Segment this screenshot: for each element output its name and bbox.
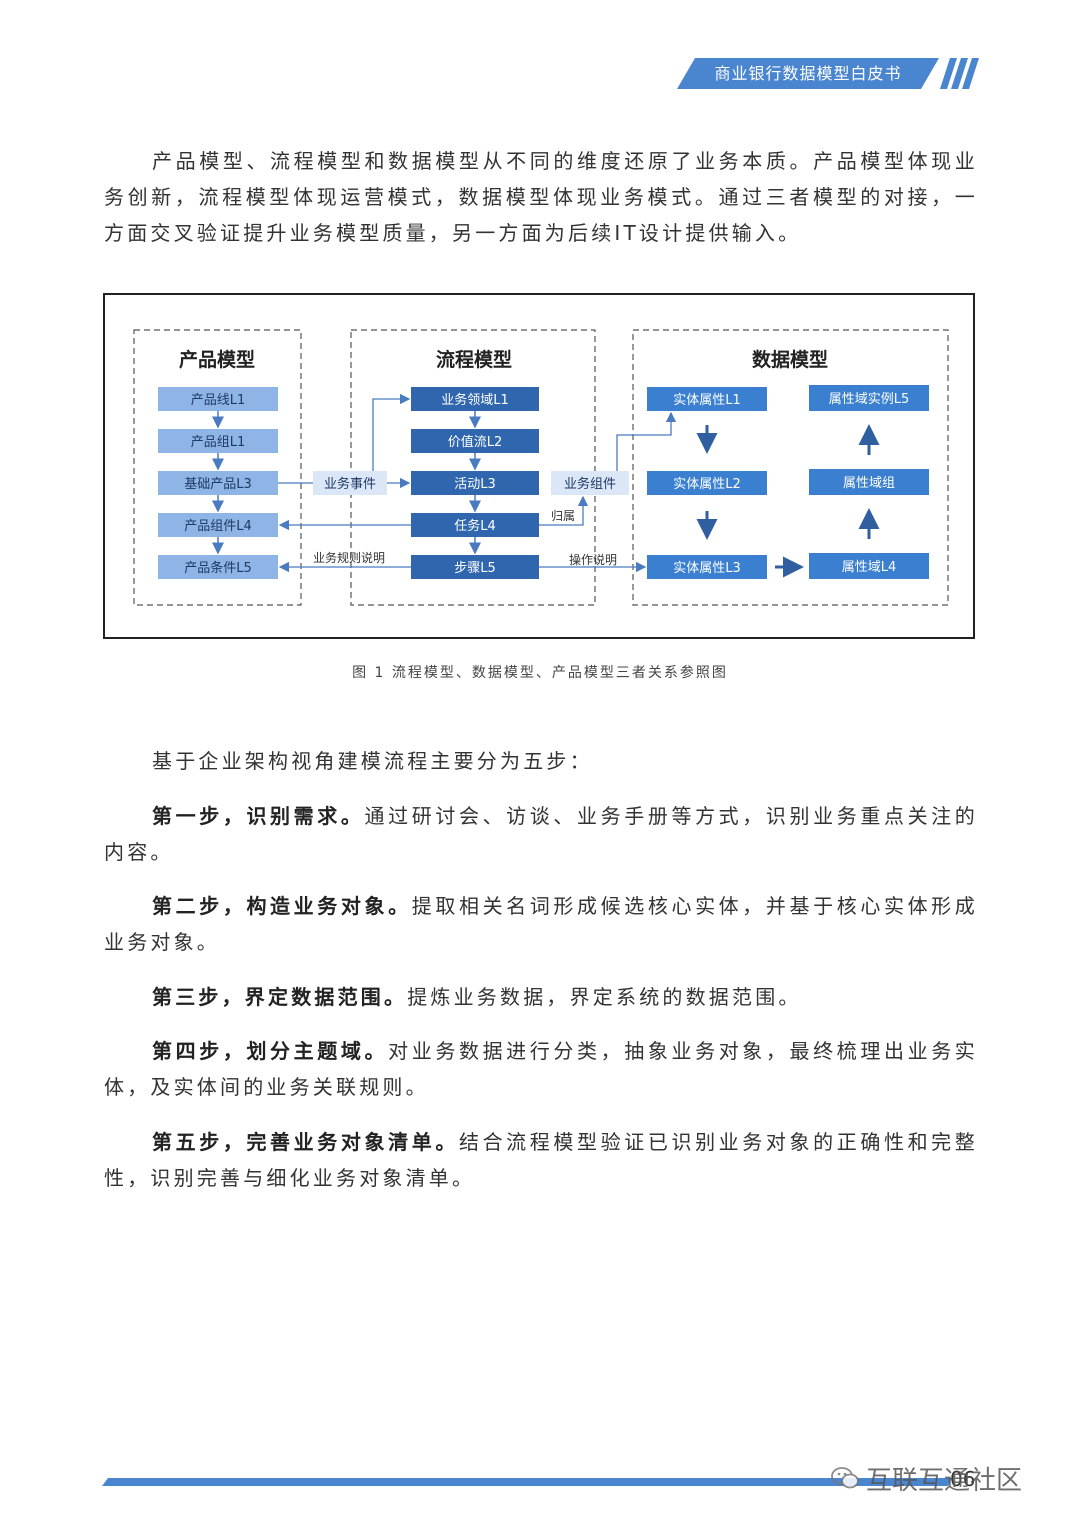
figure-frame: 产品模型 流程模型 数据模型 产品线L1 产品组L1 基础产品L3 产品组件L4… <box>103 293 975 639</box>
svg-text:产品条件L5: 产品条件L5 <box>184 560 252 576</box>
svg-text:业务组件: 业务组件 <box>564 476 616 492</box>
svg-text:实体属性L2: 实体属性L2 <box>673 477 741 492</box>
svg-text:属性域L4: 属性域L4 <box>842 560 897 575</box>
data-domain-box: 属性域组 <box>809 469 929 495</box>
step-text: 结合流程模型验证已识别业务对象的正确性和完整性，识别完善与细化业务对象清单。 <box>104 1130 978 1190</box>
step-title: 第三步，界定数据范围。 <box>152 985 408 1009</box>
data-entity-box: 实体属性L1 <box>647 387 767 411</box>
svg-text:产品组件L4: 产品组件L4 <box>184 519 252 534</box>
svg-text:产品组L1: 产品组L1 <box>191 435 246 450</box>
svg-text:业务领域L1: 业务领域L1 <box>441 392 509 408</box>
svg-text:价值流L2: 价值流L2 <box>448 434 503 450</box>
svg-text:任务L4: 任务L4 <box>454 518 496 534</box>
figure-caption: 图 1 流程模型、数据模型、产品模型三者关系参照图 <box>352 665 728 681</box>
step-title: 第一步，识别需求。 <box>152 804 365 828</box>
page-number: 06 <box>950 1467 976 1491</box>
watermark-text: 互联互通社区 <box>866 1465 1023 1496</box>
data-arrows <box>696 424 880 578</box>
step-text: 提炼业务数据，界定系统的数据范围。 <box>407 985 802 1009</box>
business-event-label: 业务事件 <box>313 471 387 495</box>
data-entity-box: 实体属性L2 <box>647 471 767 495</box>
process-box: 业务领域L1 <box>411 387 539 411</box>
data-domain-box: 属性域实例L5 <box>809 385 929 411</box>
svg-text:步骤L5: 步骤L5 <box>454 561 496 576</box>
process-model-group <box>350 329 596 606</box>
header-band-shape <box>677 58 939 89</box>
business-component-label: 业务组件 <box>551 471 629 495</box>
step-title: 第二步，构造业务对象。 <box>152 894 412 918</box>
process-box: 步骤L5 <box>411 555 539 579</box>
data-domain-box: 属性域L4 <box>809 553 929 579</box>
belong-label: 归属 <box>551 509 575 523</box>
product-box: 产品组件L4 <box>158 513 278 537</box>
wechat-icon <box>831 1467 859 1489</box>
product-box: 产品线L1 <box>158 387 278 411</box>
process-box: 活动L3 <box>411 471 539 495</box>
header-stripes <box>940 58 979 89</box>
svg-text:产品线L1: 产品线L1 <box>191 393 246 408</box>
product-box: 产品条件L5 <box>158 555 278 579</box>
svg-text:属性域组: 属性域组 <box>843 476 895 491</box>
product-model-title: 产品模型 <box>179 348 255 371</box>
svg-text:实体属性L1: 实体属性L1 <box>673 393 741 408</box>
step-text: 对业务数据进行分类，抽象业务对象，最终梳理出业务实体，及实体间的业务关联规则。 <box>104 1039 979 1099</box>
svg-text:基础产品L3: 基础产品L3 <box>184 477 252 492</box>
step-text: 通过研讨会、访谈、业务手册等方式，识别业务重点关注的内容。 <box>104 804 978 864</box>
product-box: 产品组L1 <box>158 429 278 453</box>
process-box: 任务L4 <box>411 513 539 537</box>
intro-paragraph: 产品模型、流程模型和数据模型从不同的维度还原了业务本质。产品模型体现业务创新，流… <box>104 149 978 245</box>
step-paragraph: 第一步，识别需求。通过研讨会、访谈、业务手册等方式，识别业务重点关注的内容。 <box>104 798 978 870</box>
data-model-group <box>632 329 949 606</box>
steps-intro: 基于企业架构视角建模流程主要分为五步： <box>152 749 593 773</box>
step-paragraph: 第三步，界定数据范围。提炼业务数据，界定系统的数据范围。 <box>104 979 978 1015</box>
process-box: 价值流L2 <box>411 429 539 453</box>
step-paragraph: 第二步，构造业务对象。提取相关名词形成候选核心实体，并基于核心实体形成业务对象。 <box>104 888 978 960</box>
operation-description-label: 操作说明 <box>569 552 617 567</box>
product-model-group <box>133 329 302 606</box>
relationship-diagram: 产品模型 流程模型 数据模型 产品线L1 产品组L1 基础产品L3 产品组件L4… <box>133 329 949 606</box>
data-model-title: 数据模型 <box>752 348 828 371</box>
svg-text:属性域实例L5: 属性域实例L5 <box>829 392 910 407</box>
header-band: 商业银行数据模型白皮书 <box>677 58 939 89</box>
data-entity-box: 实体属性L3 <box>647 555 767 579</box>
step-paragraph: 第五步，完善业务对象清单。结合流程模型验证已识别业务对象的正确性和完整性，识别完… <box>104 1124 978 1196</box>
svg-text:活动L3: 活动L3 <box>454 477 496 492</box>
connector-lines <box>278 393 677 573</box>
svg-text:业务事件: 业务事件 <box>324 476 376 492</box>
process-model-title: 流程模型 <box>436 348 512 371</box>
step-title: 第四步，划分主题域。 <box>152 1039 389 1063</box>
footer-bar <box>102 1478 952 1486</box>
rule-description-label: 业务规则说明 <box>313 550 385 565</box>
svg-text:实体属性L3: 实体属性L3 <box>673 561 741 576</box>
document-title: 商业银行数据模型白皮书 <box>714 64 902 83</box>
step-paragraph: 第四步，划分主题域。对业务数据进行分类，抽象业务对象，最终梳理出业务实体，及实体… <box>104 1033 978 1105</box>
step-text: 提取相关名词形成候选核心实体，并基于核心实体形成业务对象。 <box>104 894 978 954</box>
step-title: 第五步，完善业务对象清单。 <box>152 1130 459 1154</box>
product-box: 基础产品L3 <box>158 471 278 495</box>
watermark: 互联互通社区 <box>830 1458 1022 1498</box>
